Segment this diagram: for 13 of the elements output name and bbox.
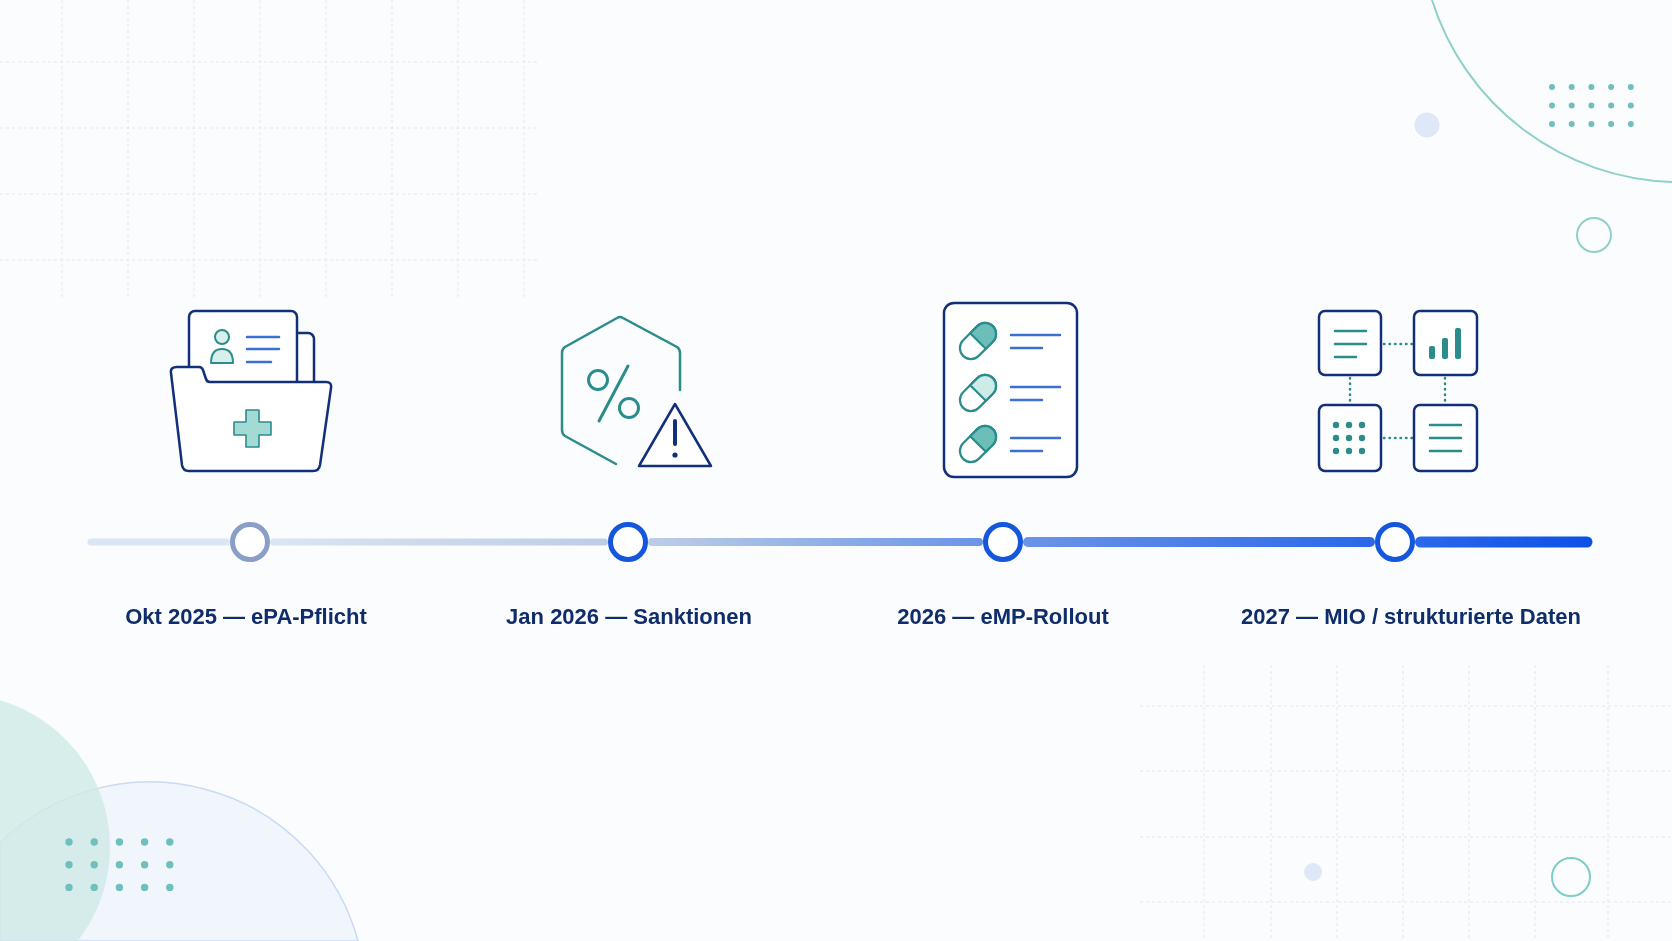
milestone-circle: [608, 522, 648, 562]
timeline-line: [87, 538, 230, 546]
timeline-line: [1415, 536, 1593, 548]
milestone-label: 2026 — eMP-Rollout: [897, 604, 1109, 630]
milestone-circle: [1375, 522, 1415, 562]
milestone-label: Okt 2025 — ePA-Pflicht: [125, 604, 367, 630]
milestone-circle: [230, 522, 270, 562]
milestone-circle: [983, 522, 1023, 562]
timeline-line: [1023, 537, 1375, 547]
timeline-line: [270, 538, 608, 546]
milestone-label: 2027 — MIO / strukturierte Daten: [1241, 604, 1581, 630]
timeline-line: [648, 538, 983, 546]
milestone-label: Jan 2026 — Sanktionen: [506, 604, 752, 630]
